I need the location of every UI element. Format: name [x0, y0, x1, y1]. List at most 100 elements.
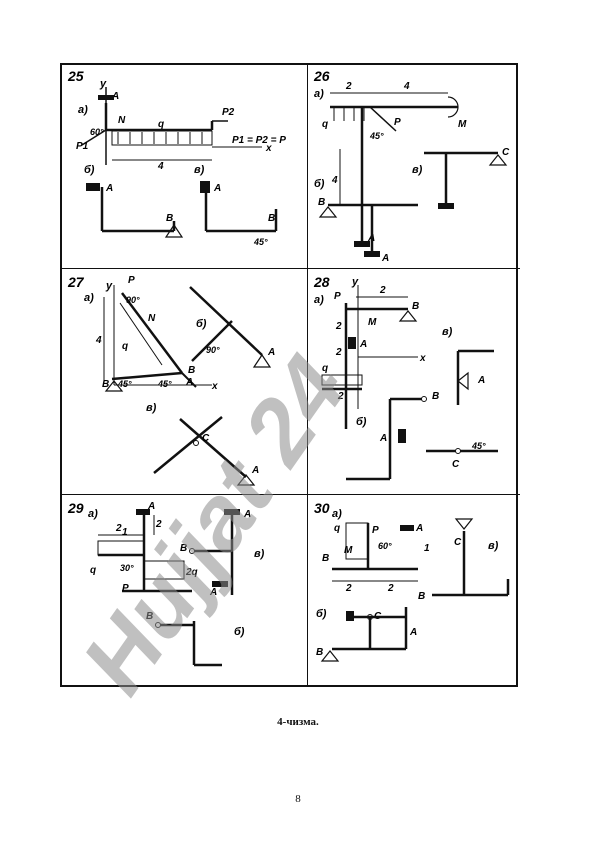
svg-text:M: M — [344, 545, 353, 556]
svg-text:в): в) — [146, 402, 157, 414]
svg-text:б): б) — [196, 318, 207, 330]
svg-text:в): в) — [412, 164, 423, 176]
problem-27-panel: 27 а) y P 90° N q 4 B 45° 45° A x б) 90° — [62, 269, 308, 495]
svg-text:а): а) — [314, 88, 324, 100]
problem-30-diagram: 30 а) q P 60° A M B 1 2 2 в) C B б) — [314, 500, 510, 662]
svg-text:A: A — [415, 523, 423, 534]
svg-text:4: 4 — [157, 161, 164, 172]
problem-number: 25 — [67, 68, 84, 84]
svg-text:а): а) — [84, 292, 94, 304]
svg-text:2: 2 — [115, 523, 122, 534]
svg-text:2: 2 — [387, 583, 394, 594]
svg-text:q: q — [322, 119, 328, 130]
svg-text:B: B — [188, 365, 195, 376]
problem-29-diagram: 29 а) A 2 2 q 30° 2q P 1 A B A — [67, 500, 265, 667]
svg-text:B: B — [432, 391, 439, 402]
svg-text:а): а) — [78, 104, 88, 116]
svg-text:q: q — [90, 565, 96, 576]
svg-text:y: y — [99, 78, 107, 90]
svg-text:2q: 2q — [185, 567, 198, 578]
svg-text:45°: 45° — [253, 237, 268, 247]
problem-26-diagram: 26 а) 2 4 q A 4 P 45° M в) — [313, 68, 510, 264]
svg-text:A: A — [209, 587, 217, 598]
svg-text:A: A — [213, 183, 221, 194]
svg-text:2: 2 — [345, 81, 352, 92]
svg-text:M: M — [458, 119, 467, 130]
svg-text:б): б) — [84, 164, 95, 176]
problem-29-panel: 29 а) A 2 2 q 30° 2q P 1 A B A — [62, 495, 308, 687]
svg-text:45°: 45° — [157, 379, 172, 389]
problem-26-panel: 26 а) 2 4 q A 4 P 45° M в) — [308, 65, 520, 269]
svg-text:M: M — [368, 317, 377, 328]
svg-text:б): б) — [234, 626, 245, 638]
svg-text:2: 2 — [337, 391, 344, 402]
svg-text:P: P — [122, 583, 129, 594]
svg-text:4: 4 — [331, 175, 338, 186]
svg-text:y: y — [351, 276, 359, 288]
svg-text:45°: 45° — [117, 379, 132, 389]
svg-text:4: 4 — [95, 335, 102, 346]
svg-text:q: q — [322, 363, 328, 374]
svg-text:A: A — [379, 433, 387, 444]
svg-text:б): б) — [316, 608, 327, 620]
problem-number: 29 — [67, 500, 84, 516]
svg-text:2: 2 — [379, 285, 386, 296]
page-number: 8 — [295, 793, 301, 805]
svg-text:q: q — [122, 341, 128, 352]
svg-text:2: 2 — [155, 519, 162, 530]
svg-text:30°: 30° — [120, 563, 134, 573]
svg-text:x: x — [265, 143, 272, 154]
svg-text:B: B — [146, 611, 153, 622]
svg-text:x: x — [419, 353, 426, 364]
svg-text:C: C — [202, 433, 210, 444]
svg-text:б): б) — [314, 178, 325, 190]
svg-text:а): а) — [314, 294, 324, 306]
svg-text:C: C — [452, 459, 460, 470]
problem-number: 28 — [313, 274, 330, 290]
problem-25-panel: 25 а) y A q N 60° P1 P2 x P — [62, 65, 308, 269]
problem-28-panel: 28 y а) P 2 B M 2 2 A x q 2 в) A — [308, 269, 520, 495]
svg-text:P1: P1 — [76, 141, 89, 152]
svg-text:B: B — [166, 213, 173, 224]
svg-text:а): а) — [88, 508, 98, 520]
svg-text:1: 1 — [424, 543, 430, 554]
svg-text:в): в) — [254, 548, 265, 560]
svg-text:60°: 60° — [90, 127, 104, 137]
svg-text:P: P — [128, 275, 135, 286]
svg-text:A: A — [111, 91, 119, 102]
svg-text:y: y — [105, 280, 113, 292]
svg-text:B: B — [322, 553, 329, 564]
svg-text:60°: 60° — [378, 541, 392, 551]
problem-27-diagram: 27 а) y P 90° N q 4 B 45° 45° A x б) 90° — [67, 274, 275, 486]
svg-text:P1 = P2 = P: P1 = P2 = P — [232, 135, 286, 146]
svg-text:45°: 45° — [471, 441, 486, 451]
svg-text:A: A — [409, 627, 417, 638]
svg-text:x: x — [211, 381, 218, 392]
svg-text:P: P — [334, 291, 341, 302]
svg-text:A: A — [243, 509, 251, 520]
svg-text:B: B — [318, 197, 325, 208]
svg-text:а): а) — [332, 508, 342, 520]
problem-number: 26 — [313, 68, 330, 84]
svg-text:2: 2 — [345, 583, 352, 594]
svg-text:N: N — [118, 115, 126, 126]
figure-frame: 25 а) y A q N 60° P1 P2 x P — [60, 63, 520, 687]
svg-text:в): в) — [488, 540, 499, 552]
svg-text:A: A — [477, 375, 485, 386]
svg-text:A: A — [359, 339, 367, 350]
svg-text:4: 4 — [403, 81, 410, 92]
problem-30-panel: 30 а) q P 60° A M B 1 2 2 в) C B б) — [308, 495, 520, 687]
svg-text:P: P — [372, 525, 379, 536]
svg-text:C: C — [502, 147, 510, 158]
svg-text:2: 2 — [335, 347, 342, 358]
svg-text:в): в) — [194, 164, 205, 176]
svg-text:B: B — [102, 379, 109, 390]
svg-text:б): б) — [356, 416, 367, 428]
svg-text:A: A — [267, 347, 275, 358]
problem-28-diagram: 28 y а) P 2 B M 2 2 A x q 2 в) A — [313, 274, 498, 481]
svg-text:P2: P2 — [222, 107, 235, 118]
svg-text:B: B — [316, 647, 323, 658]
problem-number: 27 — [67, 274, 85, 290]
problem-25-diagram: 25 а) y A q N 60° P1 P2 x P — [67, 68, 286, 247]
svg-text:2: 2 — [335, 321, 342, 332]
